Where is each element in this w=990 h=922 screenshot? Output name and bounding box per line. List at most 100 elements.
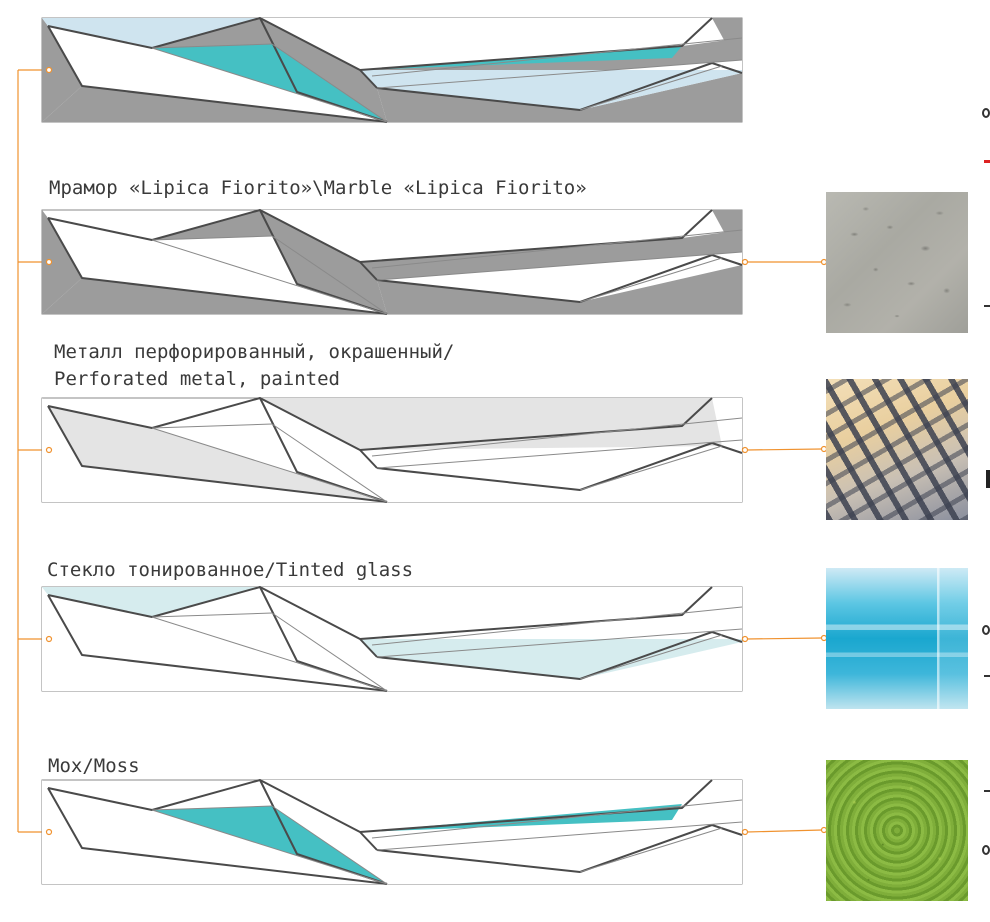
fold-line-1 <box>151 427 388 503</box>
sky-plane-right <box>360 70 742 110</box>
ridge-line-left <box>47 25 388 123</box>
fold-line-6 <box>579 65 723 111</box>
fold-line-6 <box>579 634 723 680</box>
fold-line-1 <box>151 616 388 692</box>
bottom-left-band <box>42 466 387 502</box>
marble-swatch <box>826 192 968 333</box>
right-connector-dot <box>741 828 749 836</box>
fold-line-4 <box>371 229 743 269</box>
bottom-left-band <box>42 655 387 691</box>
panel-marble <box>41 209 749 315</box>
left-wedge <box>42 398 82 502</box>
fold-line-6 <box>579 257 723 303</box>
panel-moss <box>41 779 749 885</box>
elevation-panels <box>41 17 749 885</box>
upper-right-strip <box>360 230 742 280</box>
center-wedge <box>260 18 387 122</box>
center-wedge <box>260 587 387 691</box>
left-connector-dot <box>45 258 53 266</box>
left-connector-dot <box>45 828 53 836</box>
glass-plane-left <box>42 587 260 617</box>
panel-glass <box>41 586 749 692</box>
bottom-right-band <box>377 642 742 691</box>
fold-line-2 <box>271 612 388 692</box>
ridge-line-left <box>47 405 388 503</box>
fold-line-3 <box>151 235 273 241</box>
fold-line-3 <box>151 43 273 49</box>
upper-white-plane <box>260 780 712 832</box>
fold-line-1 <box>151 47 388 123</box>
cropped-edge-mark-3 <box>984 305 990 307</box>
main-white-wedge <box>48 26 387 122</box>
ridge-line-upper-right <box>359 586 713 640</box>
ridge-line-upper-right <box>359 779 713 833</box>
cropped-edge-mark-7 <box>984 790 990 792</box>
cropped-edge-mark-5 <box>982 625 990 635</box>
ridge-line-center <box>259 17 388 123</box>
fold-line-5 <box>376 251 743 281</box>
fold-line-3 <box>151 423 273 429</box>
moss-label: Мох/Moss <box>48 755 140 777</box>
panel-metal <box>41 397 749 503</box>
perforated-metal-swatch <box>826 379 968 520</box>
connector-to-swatch-1 <box>746 448 823 451</box>
connector-to-swatch-3 <box>746 829 823 833</box>
ridge-line-right <box>376 442 743 491</box>
connector-to-swatch-2 <box>746 637 823 640</box>
fold-line-6 <box>579 445 723 491</box>
ridge-line-left <box>47 594 388 692</box>
fold-line-2 <box>271 805 388 885</box>
fold-line-6 <box>579 827 723 873</box>
glass-label: Стекло тонированное/Tinted glass <box>47 559 414 581</box>
ridge-line-center <box>259 397 388 503</box>
glass-plane-right <box>360 639 742 679</box>
metal-label-line2: Perforated metal, painted <box>54 368 340 390</box>
fold-line-3 <box>151 612 273 618</box>
fold-line-4 <box>371 606 743 646</box>
left-wedge <box>42 587 82 691</box>
bottom-left-band <box>42 848 387 884</box>
fold-line-1 <box>151 809 388 885</box>
cropped-edge-mark-8 <box>982 845 990 855</box>
fold-line-5 <box>376 821 743 851</box>
top-right-wedge <box>712 398 742 453</box>
left-connector-dot <box>45 635 53 643</box>
ridge-line-upper-right <box>359 17 713 71</box>
panel-combined <box>41 17 743 123</box>
ridge-line-center <box>259 779 388 885</box>
ridge-line-right <box>376 824 743 873</box>
tinted-glass-swatch <box>826 568 968 709</box>
cropped-edge-mark-2 <box>984 160 990 163</box>
top-right-wedge <box>712 780 742 835</box>
fold-line-5 <box>376 59 743 89</box>
left-connector-dot <box>45 66 53 74</box>
top-right-wedge <box>712 587 742 642</box>
bottom-right-band <box>377 73 742 122</box>
ridge-line-upper-right <box>359 397 713 451</box>
metal-label-line1: Металл перфорированный, окрашенный/ <box>54 341 455 363</box>
center-wedge <box>260 780 387 884</box>
left-connector-dot <box>45 446 53 454</box>
bottom-left-band <box>42 86 387 122</box>
main-white-wedge <box>48 788 387 884</box>
center-wedge <box>260 398 387 502</box>
fold-line-4 <box>371 37 743 77</box>
center-wedge <box>260 210 387 314</box>
left-wedge <box>42 210 82 314</box>
ridge-line-center <box>259 586 388 692</box>
fold-line-2 <box>271 235 388 315</box>
moss-swatch <box>826 760 968 901</box>
left-wedge <box>42 18 82 122</box>
bottom-right-band <box>377 453 742 502</box>
main-white-wedge <box>48 595 387 691</box>
fold-line-2 <box>271 43 388 123</box>
sky-plane-left <box>42 18 260 48</box>
fold-line-5 <box>376 439 743 469</box>
ridge-line-right <box>376 254 743 303</box>
upper-white-plane <box>260 210 712 262</box>
fold-line-5 <box>376 628 743 658</box>
marble-label: Мрамор «Lipica Fiorito»\Marble «Lipica F… <box>49 177 587 199</box>
ridge-line-upper-right <box>359 209 713 263</box>
ridge-line-right <box>376 62 743 111</box>
